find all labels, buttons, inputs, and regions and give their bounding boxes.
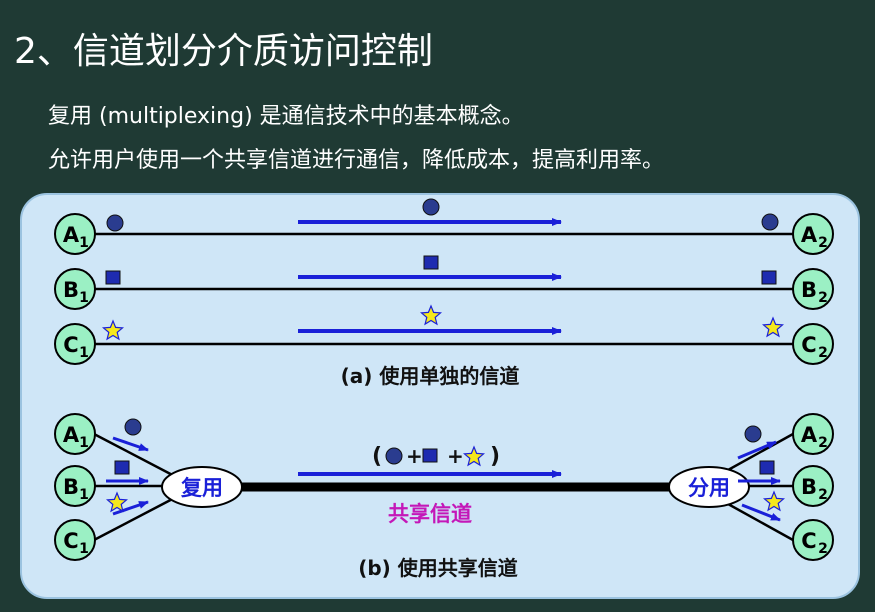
node-b2-top: B 2 bbox=[792, 268, 834, 310]
square-shape-right bbox=[761, 270, 777, 285]
square-shape-left bbox=[105, 270, 121, 285]
node-letter: A bbox=[801, 423, 818, 447]
node-c1-bottom: C 1 bbox=[54, 519, 96, 561]
square-shape-mid bbox=[423, 255, 439, 270]
node-subscript: 2 bbox=[818, 487, 828, 503]
node-subscript: 1 bbox=[79, 435, 89, 451]
node-c2-top: C 2 bbox=[792, 323, 834, 365]
node-letter: A bbox=[801, 223, 818, 247]
combo-plus-1: + bbox=[406, 444, 423, 468]
star-shape-mid bbox=[419, 304, 443, 326]
circle-shape-mid bbox=[422, 198, 440, 216]
output-arrow-c bbox=[741, 503, 781, 522]
node-b2-bottom: B 2 bbox=[792, 465, 834, 507]
node-letter: B bbox=[63, 278, 79, 302]
combo-open-paren: ( bbox=[372, 444, 382, 469]
intro-line-1: 复用 (multiplexing) 是通信技术中的基本概念。 bbox=[48, 104, 524, 129]
node-letter: A bbox=[63, 423, 80, 447]
caption-b: (b) 使用共享信道 bbox=[358, 556, 518, 580]
node-letter: B bbox=[801, 475, 817, 499]
node-c1-top: C 1 bbox=[54, 323, 96, 365]
circle-shape-output bbox=[744, 425, 762, 443]
input-arrow-c bbox=[112, 500, 149, 516]
node-subscript: 1 bbox=[79, 235, 89, 251]
node-b1-top: B 1 bbox=[54, 268, 96, 310]
square-shape-input bbox=[114, 460, 130, 475]
star-shape-left bbox=[101, 319, 125, 341]
node-letter: C bbox=[63, 333, 78, 357]
fan-in-line-c bbox=[93, 492, 183, 542]
circle-shape-right bbox=[761, 213, 779, 231]
node-subscript: 2 bbox=[818, 235, 828, 251]
node-letter: C bbox=[801, 333, 816, 357]
node-c2-bottom: C 2 bbox=[792, 519, 834, 561]
node-subscript: 1 bbox=[79, 541, 89, 557]
star-shape-input bbox=[105, 491, 129, 513]
output-arrow-a bbox=[737, 440, 777, 460]
node-a2-bottom: A 2 bbox=[792, 413, 834, 455]
combo-plus-2: + bbox=[447, 444, 464, 468]
node-subscript: 2 bbox=[818, 345, 828, 361]
demux-label: 分用 bbox=[688, 476, 730, 500]
node-subscript: 2 bbox=[818, 541, 828, 557]
square-shape-output bbox=[759, 460, 775, 475]
star-shape-combo bbox=[462, 445, 486, 467]
circle-shape-input bbox=[124, 418, 142, 436]
demux-ellipse: 分用 bbox=[668, 466, 750, 508]
fan-in-line-a bbox=[93, 432, 183, 482]
node-subscript: 1 bbox=[79, 487, 89, 503]
multiplexing-diagram: A 1 A 2 B 1 B 2 C 1 C 2 (a) 使用单独的信道 复用 bbox=[20, 193, 860, 599]
node-subscript: 2 bbox=[818, 435, 828, 451]
node-letter: B bbox=[801, 278, 817, 302]
node-letter: B bbox=[63, 475, 79, 499]
combo-close-paren: ) bbox=[490, 444, 500, 469]
node-a1-top: A 1 bbox=[54, 213, 96, 255]
caption-a: (a) 使用单独的信道 bbox=[341, 364, 520, 388]
node-subscript: 1 bbox=[79, 345, 89, 361]
circle-shape-combo bbox=[385, 447, 403, 465]
node-letter: C bbox=[801, 529, 816, 553]
diagram-panel bbox=[20, 193, 860, 599]
mux-ellipse: 复用 bbox=[161, 466, 243, 508]
input-arrow-a bbox=[112, 436, 149, 452]
combined-signal-label: ( + + ) bbox=[372, 444, 500, 469]
node-letter: C bbox=[63, 529, 78, 553]
page-title: 2、信道划分介质访问控制 bbox=[14, 31, 433, 72]
node-a1-bottom: A 1 bbox=[54, 413, 96, 455]
node-subscript: 2 bbox=[818, 290, 828, 306]
shared-channel-label: 共享信道 bbox=[388, 502, 472, 526]
node-letter: A bbox=[63, 223, 80, 247]
intro-line-2: 允许用户使用一个共享信道进行通信，降低成本，提高利用率。 bbox=[48, 148, 665, 173]
node-a2-top: A 2 bbox=[792, 213, 834, 255]
circle-shape-left bbox=[106, 214, 124, 232]
mux-label: 复用 bbox=[180, 476, 223, 500]
square-shape-combo bbox=[422, 448, 438, 463]
star-shape-right bbox=[761, 316, 785, 338]
star-shape-output bbox=[762, 490, 786, 512]
node-b1-bottom: B 1 bbox=[54, 465, 96, 507]
node-subscript: 1 bbox=[79, 290, 89, 306]
